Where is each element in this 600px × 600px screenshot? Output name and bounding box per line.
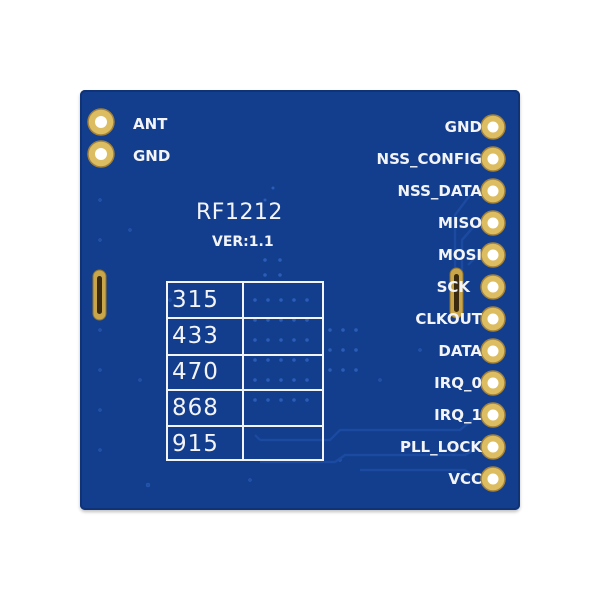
pin-label-sck: SCK	[436, 278, 470, 296]
frequency-868: 868	[172, 395, 219, 421]
dot-grid	[253, 186, 358, 402]
pin-label-nss-config: NSS_CONFIG	[376, 150, 482, 168]
pin-label-pll-lock: PLL_LOCK	[399, 438, 482, 456]
frequency-470: 470	[172, 359, 219, 385]
frequency-915: 915	[172, 431, 219, 457]
pin-label-vcc: VCC	[448, 470, 482, 488]
right-pads	[480, 114, 506, 492]
via-dots	[98, 118, 462, 488]
pin-label-data: DATA	[438, 342, 482, 360]
pin-label-gnd-left: GND	[133, 147, 171, 165]
slot-pads	[92, 267, 464, 321]
left-pads	[87, 108, 115, 168]
pin-label-irq-0: IRQ_0	[434, 374, 482, 392]
pin-label-ant: ANT	[133, 115, 168, 133]
pin-label-irq-1: IRQ_1	[434, 406, 482, 424]
module-model-label: RF1212	[196, 200, 283, 225]
frequency-table-grid	[166, 281, 324, 461]
frequency-315: 315	[172, 287, 219, 313]
pin-label-mosi: MOSI	[437, 246, 482, 264]
pin-label-gnd: GND	[444, 118, 482, 136]
pin-label-miso: MISO	[437, 214, 482, 232]
pin-label-nss-data: NSS_DATA	[397, 182, 482, 200]
module-version-label: VER:1.1	[212, 234, 274, 250]
pin-label-clkout: CLKOUT	[415, 310, 482, 328]
frequency-433: 433	[172, 323, 219, 349]
